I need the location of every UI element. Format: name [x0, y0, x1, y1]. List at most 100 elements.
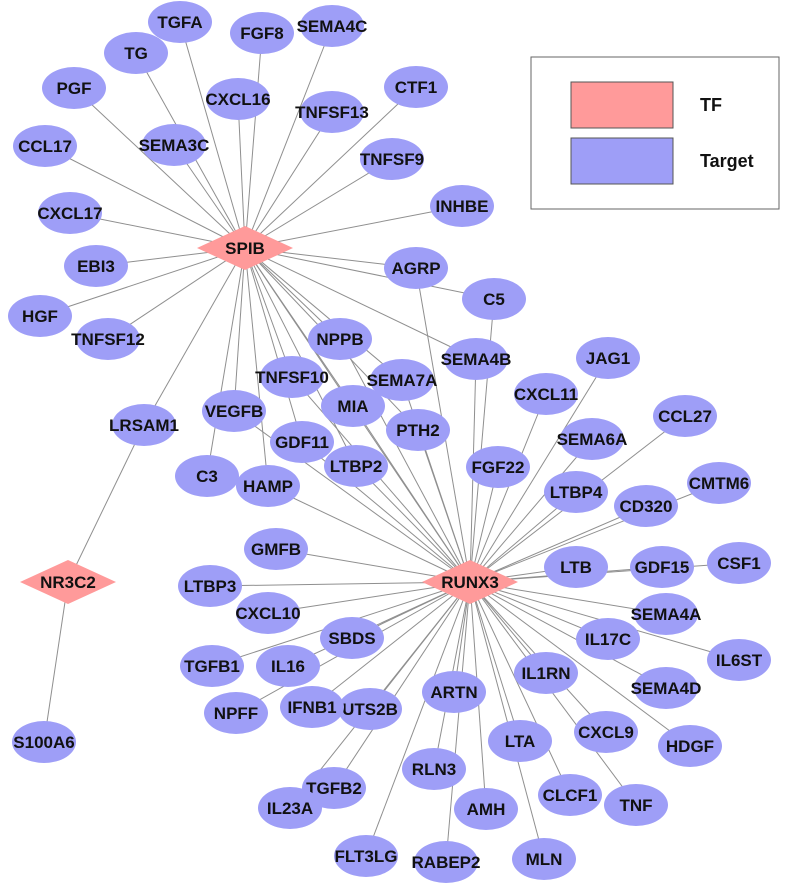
- edge-runx3-mia: [352, 405, 471, 583]
- node-il16[interactable]: IL16: [256, 645, 320, 687]
- node-il1rn[interactable]: IL1RN: [514, 652, 578, 694]
- target-ellipse: [12, 721, 76, 763]
- node-vegfb[interactable]: VEGFB: [202, 390, 266, 432]
- node-clcf1[interactable]: CLCF1: [538, 774, 602, 816]
- tf-diamond: [20, 560, 116, 604]
- node-tg[interactable]: TG: [104, 32, 168, 74]
- node-tnfsf10[interactable]: TNFSF10: [255, 356, 329, 398]
- node-c5[interactable]: C5: [462, 278, 526, 320]
- node-ccl27[interactable]: CCL27: [653, 395, 717, 437]
- node-tgfa[interactable]: TGFA: [148, 1, 212, 43]
- node-ebi3[interactable]: EBI3: [64, 245, 128, 287]
- node-ltb[interactable]: LTB: [544, 546, 608, 588]
- node-cxcl11[interactable]: CXCL11: [514, 373, 578, 415]
- node-nr3c2[interactable]: NR3C2: [20, 560, 116, 604]
- node-pgf[interactable]: PGF: [42, 67, 106, 109]
- target-ellipse: [104, 32, 168, 74]
- node-rln3[interactable]: RLN3: [402, 748, 466, 790]
- node-tnfsf9[interactable]: TNFSF9: [360, 138, 424, 180]
- node-label: SEMA4C: [297, 17, 368, 36]
- node-sema4d[interactable]: SEMA4D: [631, 667, 702, 709]
- node-ltbp3[interactable]: LTBP3: [178, 565, 242, 607]
- target-ellipse: [204, 692, 268, 734]
- node-il17c[interactable]: IL17C: [576, 618, 640, 660]
- target-ellipse: [76, 318, 140, 360]
- target-ellipse: [320, 617, 384, 659]
- node-sema6a[interactable]: SEMA6A: [557, 418, 628, 460]
- target-ellipse: [560, 418, 624, 460]
- node-sbds[interactable]: SBDS: [320, 617, 384, 659]
- node-label: TNF: [619, 796, 652, 815]
- node-cxcl17[interactable]: CXCL17: [37, 192, 103, 234]
- target-ellipse: [300, 91, 364, 133]
- node-lrsam1[interactable]: LRSAM1: [109, 404, 179, 446]
- node-label: S100A6: [13, 733, 74, 752]
- node-amh[interactable]: AMH: [454, 788, 518, 830]
- node-tnfsf12[interactable]: TNFSF12: [71, 318, 145, 360]
- target-ellipse: [300, 5, 364, 47]
- node-label: LTBP4: [550, 483, 603, 502]
- node-flt3lg[interactable]: FLT3LG: [334, 835, 398, 877]
- node-s100a6[interactable]: S100A6: [12, 721, 76, 763]
- node-label: LTA: [505, 732, 536, 751]
- node-label: SEMA7A: [367, 371, 438, 390]
- node-uts2b[interactable]: UTS2B: [338, 688, 402, 730]
- node-ltbp2[interactable]: LTBP2: [324, 445, 388, 487]
- node-gmfb[interactable]: GMFB: [244, 528, 308, 570]
- node-label: HAMP: [243, 477, 293, 496]
- node-label: TNFSF13: [295, 103, 369, 122]
- node-sema4a[interactable]: SEMA4A: [631, 593, 702, 635]
- node-hamp[interactable]: HAMP: [236, 465, 300, 507]
- edge-runx3-sema6a: [469, 438, 593, 583]
- edge-spib-tnfsf13: [244, 111, 333, 249]
- node-sema3c[interactable]: SEMA3C: [139, 124, 210, 166]
- node-gdf15[interactable]: GDF15: [630, 546, 694, 588]
- node-cxcl10[interactable]: CXCL10: [235, 592, 301, 634]
- node-hgf[interactable]: HGF: [8, 295, 72, 337]
- node-rabep2[interactable]: RABEP2: [412, 841, 481, 883]
- node-mln[interactable]: MLN: [512, 838, 576, 880]
- edge-runx3-ifnb1: [311, 581, 471, 708]
- node-lta[interactable]: LTA: [488, 720, 552, 762]
- node-sema4b[interactable]: SEMA4B: [441, 338, 512, 380]
- node-sema7a[interactable]: SEMA7A: [367, 359, 438, 401]
- target-ellipse: [386, 409, 450, 451]
- node-spib[interactable]: SPIB: [197, 226, 293, 270]
- target-ellipse: [658, 725, 722, 767]
- node-fgf8[interactable]: FGF8: [230, 12, 294, 54]
- node-ifnb1[interactable]: IFNB1: [280, 686, 344, 728]
- node-label: NPPB: [316, 330, 363, 349]
- node-nppb[interactable]: NPPB: [308, 318, 372, 360]
- node-inhbe[interactable]: INHBE: [430, 185, 494, 227]
- node-label: SEMA3C: [139, 136, 210, 155]
- node-cxcl9[interactable]: CXCL9: [574, 711, 638, 753]
- node-cxcl16[interactable]: CXCL16: [205, 78, 271, 120]
- node-runx3[interactable]: RUNX3: [422, 560, 518, 604]
- node-sema4c[interactable]: SEMA4C: [297, 5, 368, 47]
- node-ltbp4[interactable]: LTBP4: [544, 471, 608, 513]
- node-cd320[interactable]: CD320: [614, 485, 678, 527]
- node-agrp[interactable]: AGRP: [384, 247, 448, 289]
- node-cmtm6[interactable]: CMTM6: [687, 462, 751, 504]
- node-label: SPIB: [225, 239, 265, 258]
- node-csf1[interactable]: CSF1: [707, 542, 771, 584]
- node-jag1[interactable]: JAG1: [576, 337, 640, 379]
- node-fgf22[interactable]: FGF22: [466, 446, 530, 488]
- edge-runx3-cxcl11: [469, 393, 547, 583]
- node-il6st[interactable]: IL6ST: [707, 639, 771, 681]
- node-ccl17[interactable]: CCL17: [13, 125, 77, 167]
- target-ellipse: [614, 485, 678, 527]
- node-tnfsf13[interactable]: TNFSF13: [295, 91, 369, 133]
- node-artn[interactable]: ARTN: [422, 671, 486, 713]
- node-npff[interactable]: NPFF: [204, 692, 268, 734]
- node-label: RUNX3: [441, 573, 499, 592]
- node-pth2[interactable]: PTH2: [386, 409, 450, 451]
- node-tgfb1[interactable]: TGFB1: [180, 645, 244, 687]
- node-ctf1[interactable]: CTF1: [384, 66, 448, 108]
- node-c3[interactable]: C3: [175, 455, 239, 497]
- node-tnf[interactable]: TNF: [604, 784, 668, 826]
- node-mia[interactable]: MIA: [321, 385, 385, 427]
- node-gdf11[interactable]: GDF11: [270, 421, 334, 463]
- node-il23a[interactable]: IL23A: [258, 787, 322, 829]
- node-hdgf[interactable]: HDGF: [658, 725, 722, 767]
